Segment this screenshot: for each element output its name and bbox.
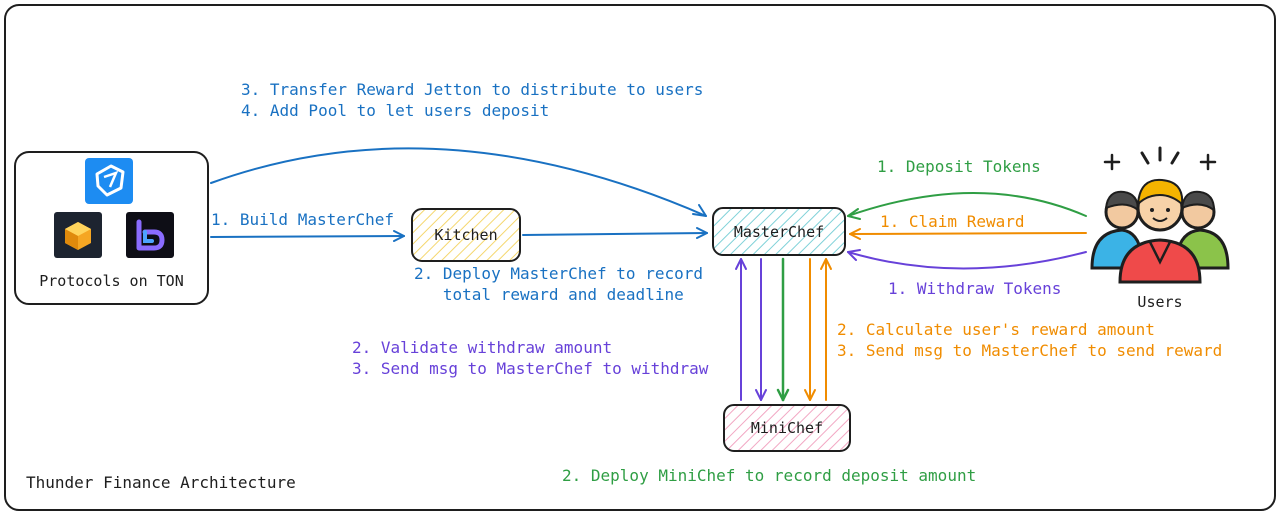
arrow-kitchen-to-masterchef (522, 227, 708, 239)
edge-label-calculate-reward: 2. Calculate user's reward amount (837, 320, 1155, 339)
arrow-users-claim (849, 228, 1087, 240)
protocols-box (14, 151, 209, 305)
masterchef-box (712, 207, 846, 256)
edge-label-send-msg-reward: 3. Send msg to MasterChef to send reward (837, 341, 1223, 360)
arrow-masterchef-to-minichef-green (776, 257, 790, 402)
arrow-protocols-to-kitchen (210, 230, 405, 242)
arrow-users-deposit (847, 192, 1087, 220)
edge-label-add-pool: 4. Add Pool to let users deposit (241, 101, 550, 120)
edge-label-withdraw-tokens: 1. Withdraw Tokens (888, 279, 1062, 298)
arrow-minichef-to-masterchef-purple (735, 258, 747, 401)
yellow-cube-logo (54, 212, 102, 258)
kitchen-label: Kitchen (434, 226, 498, 244)
edge-label-deploy-masterchef-line2: total reward and deadline (414, 285, 684, 304)
edge-label-send-msg-withdraw: 3. Send msg to MasterChef to withdraw (352, 359, 709, 378)
arrow-masterchef-to-minichef-purple (755, 258, 767, 401)
minichef-label: MiniChef (750, 419, 824, 437)
edge-label-transfer-reward: 3. Transfer Reward Jetton to distribute … (241, 80, 704, 99)
edge-label-validate-withdraw: 2. Validate withdraw amount (352, 338, 613, 357)
masterchef-label: MasterChef (733, 223, 825, 241)
edge-label-deploy-minichef: 2. Deploy MiniChef to record deposit amo… (562, 466, 977, 485)
diagram-caption: Thunder Finance Architecture (26, 473, 296, 492)
arrow-protocols-to-masterchef-top (210, 147, 707, 217)
protocols-label: Protocols on TON (39, 272, 184, 290)
minichef-box (723, 404, 851, 452)
edge-label-deposit-tokens: 1. Deposit Tokens (877, 157, 1041, 176)
edge-label-deploy-masterchef-line1: 2. Deploy MasterChef to record (414, 264, 703, 283)
outer-frame (4, 4, 1276, 511)
arrow-minichef-to-masterchef-orange (820, 258, 832, 401)
users-group-icon (1090, 146, 1230, 284)
purple-b-logo (126, 212, 174, 258)
edge-label-claim-reward: 1. Claim Reward (880, 212, 1025, 231)
kitchen-box (411, 208, 521, 262)
ton-protocol-logo (85, 158, 133, 204)
edge-label-build-masterchef: 1. Build MasterChef (211, 210, 395, 229)
arrow-users-withdraw (847, 249, 1087, 270)
arrow-masterchef-to-minichef-orange (804, 258, 816, 401)
users-label: Users (1137, 293, 1183, 311)
